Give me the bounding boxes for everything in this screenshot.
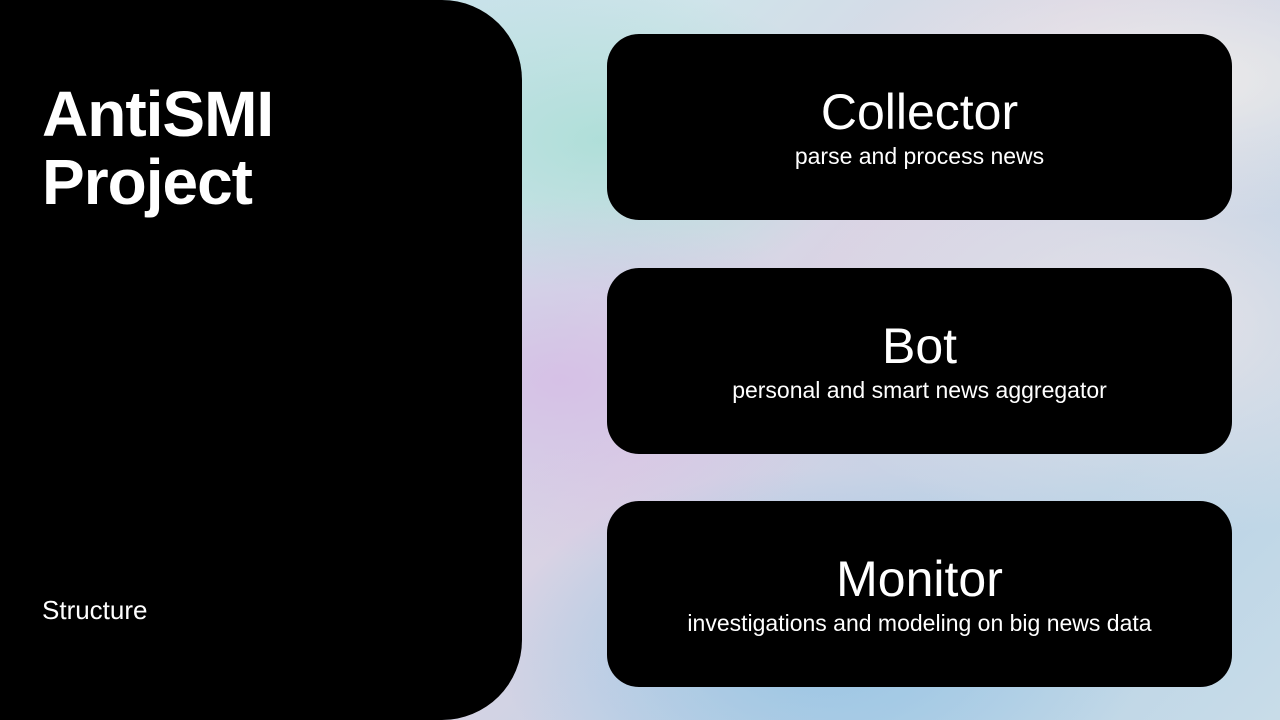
monitor-card-subtitle: investigations and modeling on big news …: [687, 610, 1152, 636]
project-title-line-1: AntiSMI: [42, 78, 274, 150]
project-title: AntiSMI Project: [42, 78, 274, 218]
collector-card-subtitle: parse and process news: [794, 143, 1045, 169]
bot-card: Bot personal and smart news aggregator: [607, 268, 1232, 454]
collector-card: Collector parse and process news: [607, 34, 1232, 220]
monitor-card-title: Monitor: [836, 551, 1003, 607]
monitor-card: Monitor investigations and modeling on b…: [607, 501, 1232, 687]
project-title-line-2: Project: [42, 146, 253, 218]
left-panel: AntiSMI Project Structure: [0, 0, 522, 720]
bot-card-title: Bot: [881, 318, 958, 374]
collector-card-title: Collector: [820, 84, 1019, 140]
bot-card-subtitle: personal and smart news aggregator: [732, 377, 1107, 403]
section-label: Structure: [42, 595, 148, 625]
